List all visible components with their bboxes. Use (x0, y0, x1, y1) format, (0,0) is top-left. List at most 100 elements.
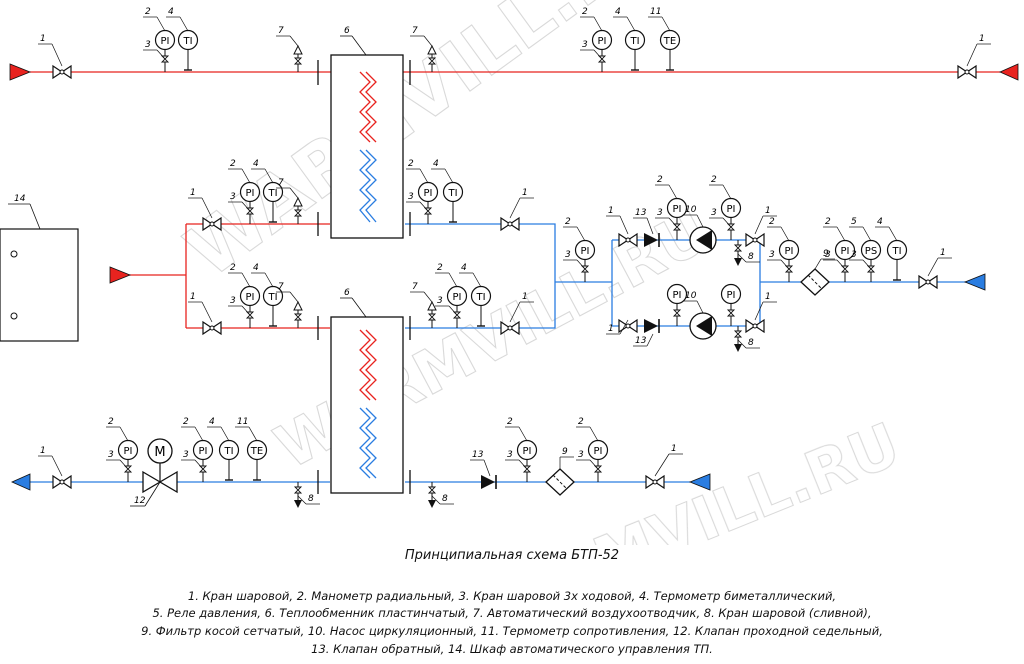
item-number: 8 (737, 338, 760, 349)
item-number: 3 (505, 450, 528, 470)
svg-text:8: 8 (748, 338, 754, 348)
item-number: 3 (709, 208, 732, 228)
svg-text:4: 4 (253, 159, 259, 169)
svg-text:3: 3 (657, 208, 663, 218)
svg-text:2: 2 (565, 217, 571, 227)
svg-text:3: 3 (825, 250, 831, 260)
item-number: 3 (228, 192, 251, 212)
svg-text:TI: TI (182, 36, 192, 47)
svg-text:2: 2 (408, 159, 414, 169)
item-number: 2 (655, 175, 678, 200)
item-number: 7 (276, 178, 299, 199)
svg-text:4: 4 (168, 7, 174, 17)
svg-text:PI: PI (124, 446, 133, 457)
item-number: 3 (576, 450, 599, 470)
svg-text:3: 3 (437, 296, 443, 306)
svg-text:3: 3 (183, 450, 189, 460)
ti-gauge: TI (262, 181, 284, 223)
pi-gauge: PI (834, 239, 856, 282)
item-number: 3 (143, 40, 166, 60)
item-number: 2 (181, 417, 204, 442)
svg-text:6: 6 (344, 26, 350, 36)
ti-gauge: TI (624, 29, 646, 71)
item-number: 1 (606, 206, 629, 235)
motor-label: M (154, 445, 165, 460)
ti-gauge: TI (886, 239, 908, 281)
item-number: 4 (875, 217, 898, 242)
svg-text:7: 7 (278, 282, 284, 292)
svg-text:1: 1 (765, 206, 771, 216)
svg-text:1: 1 (671, 444, 677, 454)
svg-text:PI: PI (523, 446, 532, 457)
item-number: 8 (297, 494, 320, 505)
item-number: 1 (927, 248, 952, 277)
svg-text:2: 2 (825, 217, 831, 227)
item-number: 3 (849, 250, 872, 270)
svg-text:TI: TI (891, 246, 901, 257)
svg-text:2: 2 (108, 417, 114, 427)
svg-text:3: 3 (230, 192, 236, 202)
svg-text:1: 1 (940, 248, 946, 258)
drain-valve (427, 482, 437, 508)
item-number: 11 (235, 417, 258, 442)
item-number: 4 (251, 263, 274, 288)
item-number: 3 (563, 250, 586, 270)
svg-text:3: 3 (578, 450, 584, 460)
svg-text:6: 6 (344, 288, 350, 298)
svg-text:TE: TE (250, 446, 263, 457)
svg-text:7: 7 (278, 26, 284, 36)
item-number: 13 (633, 208, 654, 235)
item-number: 2 (709, 175, 732, 200)
air-vent (293, 196, 303, 224)
legend-line-4: 13. Клапан обратный, 14. Шкаф автоматиче… (311, 642, 713, 656)
svg-text:PI: PI (785, 246, 794, 257)
svg-text:7: 7 (412, 282, 418, 292)
automation-cabinet: 14 (0, 194, 79, 342)
item-number: 4 (166, 7, 189, 32)
valves (52, 65, 977, 489)
item-number: 3 (767, 250, 790, 270)
svg-text:PI: PI (598, 36, 607, 47)
scheme-title: Принципиальная схема БТП-52 (404, 548, 620, 563)
item-number: 2 (228, 263, 251, 288)
item-number: 9 (559, 447, 574, 469)
item-number: 2 (435, 263, 458, 288)
item-number: 1 (509, 188, 534, 219)
svg-text:TI: TI (223, 446, 233, 457)
supply-inlet-arrow (9, 63, 32, 81)
item-number: 1 (754, 206, 777, 235)
svg-text:7: 7 (278, 178, 284, 188)
legend-line-1: 1. Кран шаровой, 2. Манометр радиальный,… (187, 589, 837, 603)
svg-text:4: 4 (877, 217, 883, 227)
ti-gauge: TI (262, 285, 284, 327)
item-number: 2 (143, 7, 166, 32)
svg-text:11: 11 (237, 417, 248, 427)
te-gauge: TE (246, 439, 268, 481)
item-number: 7 (276, 26, 299, 47)
item-number: 1 (754, 292, 777, 321)
watermark-group: WARMVILL.RU WARMVILL.RU WARMVILL.RU (170, 0, 910, 545)
item-number: 2 (823, 217, 846, 242)
item-number: 13 (633, 333, 654, 347)
item-number: 2 (505, 417, 528, 442)
pi-gauge: PI (192, 439, 214, 482)
svg-text:14: 14 (14, 194, 26, 204)
svg-text:13: 13 (635, 208, 647, 218)
svg-text:PI: PI (199, 446, 208, 457)
item-number: 1 (606, 319, 629, 335)
svg-text:PI: PI (673, 204, 682, 215)
item-number: 2 (767, 217, 790, 242)
air-vent (427, 44, 437, 72)
item-number: 4 (459, 263, 482, 288)
ti-gauge: TI (470, 285, 492, 327)
item-number: 2 (406, 159, 429, 184)
svg-text:3: 3 (145, 40, 151, 50)
svg-text:13: 13 (635, 336, 647, 346)
item-number: 4 (613, 7, 636, 32)
item-number: 1 (188, 292, 213, 323)
ti-gauge: TI (177, 29, 199, 71)
svg-text:1: 1 (765, 292, 771, 302)
svg-text:3: 3 (565, 250, 571, 260)
item-number: 2 (580, 7, 603, 32)
